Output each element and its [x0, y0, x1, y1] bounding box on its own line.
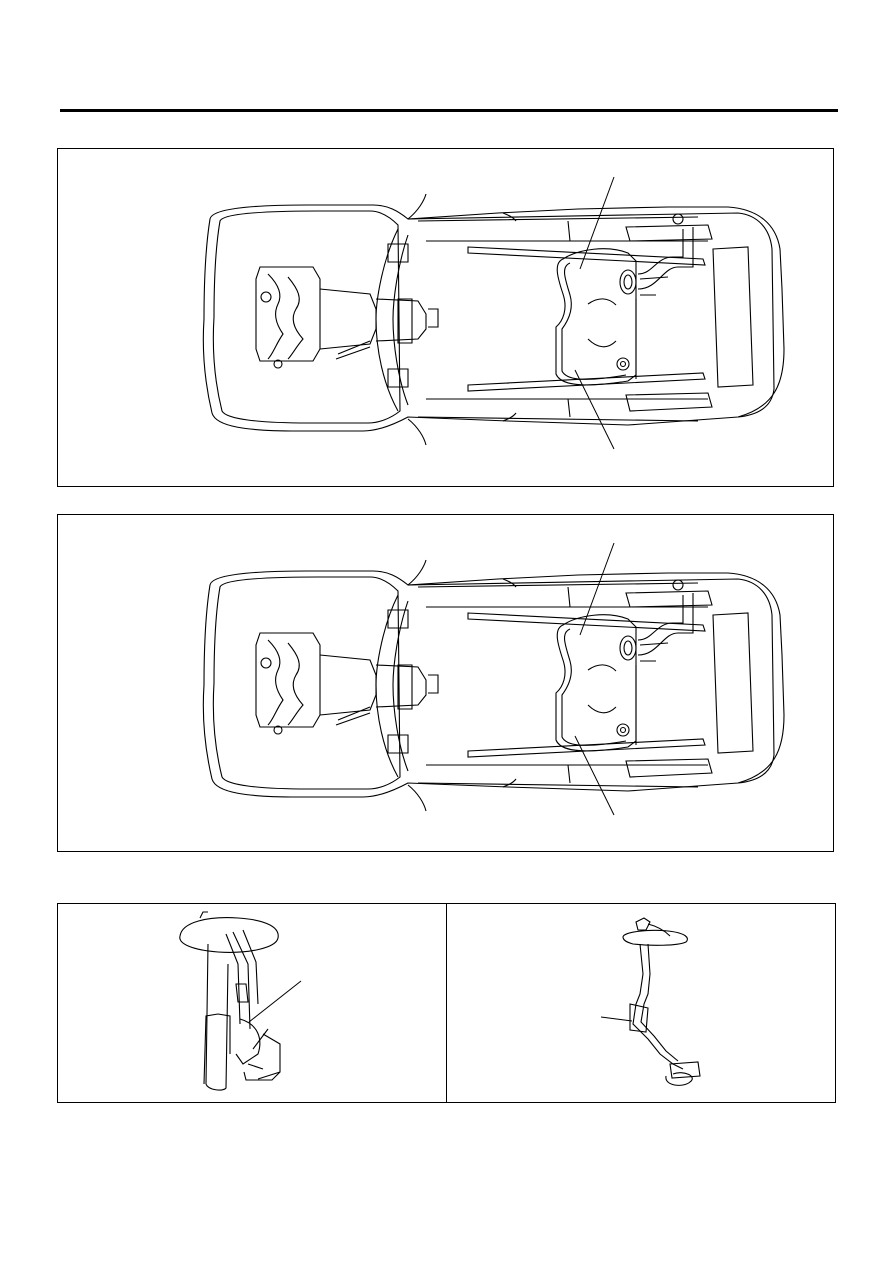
leader-line-upper — [580, 543, 614, 635]
vehicle-bottom-view-figure-1 — [57, 148, 834, 487]
vehicle-underside-illustration-1 — [202, 149, 785, 486]
fuel-pump-and-sender-figure — [57, 903, 836, 1103]
fuel-pump-assembly-illustration — [58, 904, 835, 1102]
vehicle-underside-illustration-2 — [202, 515, 785, 851]
vehicle-bottom-view-figure-2 — [57, 514, 834, 852]
leader-line-lower — [575, 736, 614, 815]
figure-divider — [446, 904, 447, 1102]
header-rule — [60, 109, 838, 112]
leader-line-lower — [575, 370, 614, 449]
leader-line-upper — [580, 177, 614, 269]
